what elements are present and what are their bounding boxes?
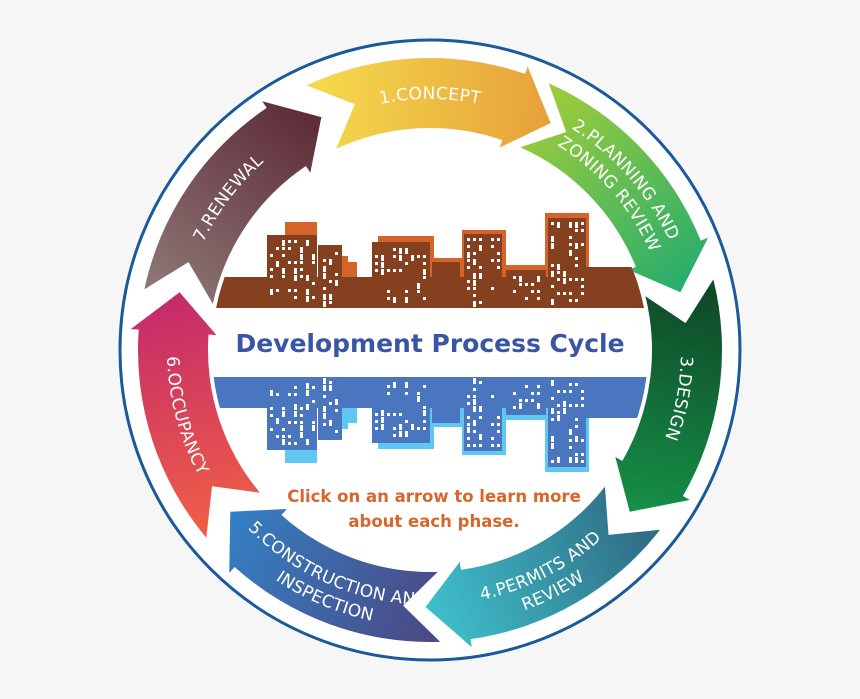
arrow-shape[interactable] <box>144 101 322 304</box>
skyline-reflection <box>212 377 648 472</box>
hint-line-1: Click on an arrow to learn more <box>287 487 581 506</box>
phase-arrow-occupancy[interactable]: 6.OCCUPANCY <box>130 292 260 538</box>
arrow-shape[interactable] <box>520 83 709 293</box>
skyline-illustration <box>212 213 648 472</box>
arrow-shape[interactable] <box>306 57 551 149</box>
arrow-shape[interactable] <box>615 279 722 512</box>
arrow-shape[interactable] <box>130 292 260 538</box>
arrow-shape[interactable] <box>229 509 441 643</box>
hint-line-2: about each phase. <box>348 512 519 531</box>
phase-arrow-design[interactable]: 3.DESIGN <box>615 279 722 512</box>
diagram-title: Development Process Cycle <box>235 329 624 358</box>
outer-circle <box>118 38 742 662</box>
phase-arrow-concept[interactable]: 1.CONCEPT <box>306 57 551 149</box>
skyline-top <box>212 213 648 308</box>
arrow-shape[interactable] <box>425 486 661 648</box>
